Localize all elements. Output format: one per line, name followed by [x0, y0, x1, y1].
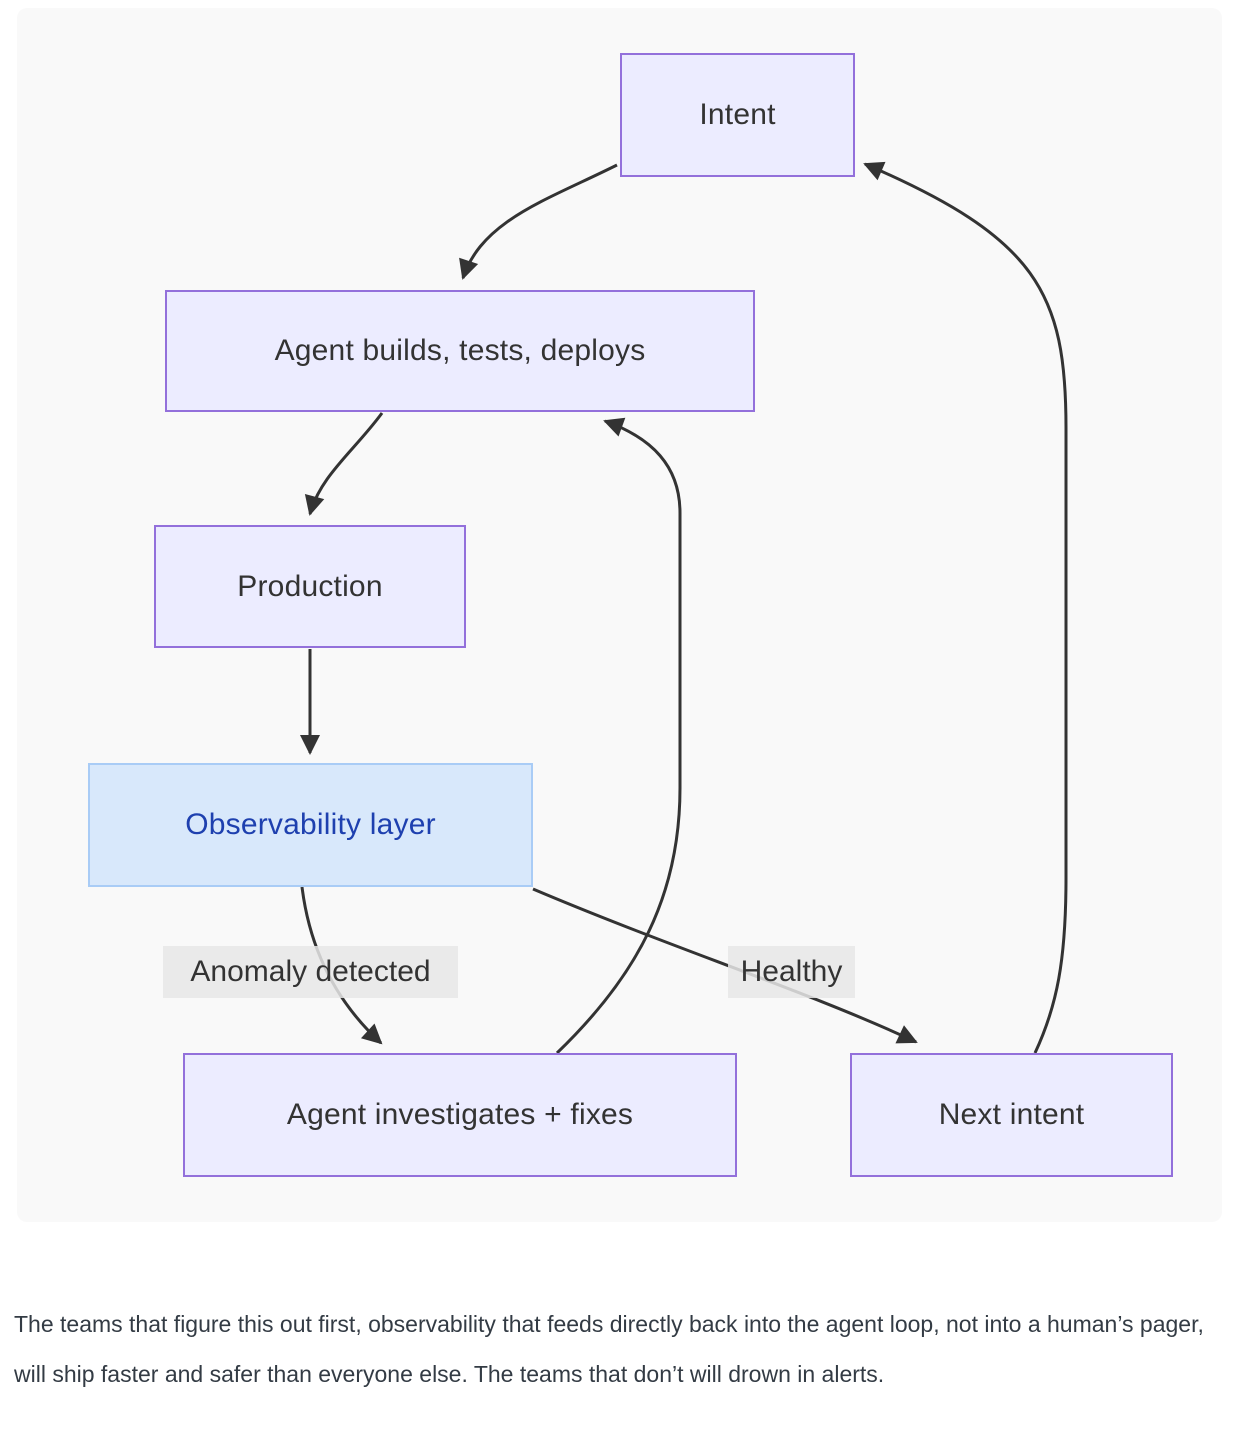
node-observability-layer: Observability layer [88, 763, 533, 887]
node-intent: Intent [620, 53, 855, 177]
node-label: Agent builds, tests, deploys [274, 334, 646, 367]
node-next-intent: Next intent [850, 1053, 1173, 1177]
node-agent-builds: Agent builds, tests, deploys [165, 290, 755, 412]
edge-builds-to-production [304, 412, 384, 516]
node-label: Next intent [938, 1098, 1085, 1131]
node-agent-investigates: Agent investigates + fixes [183, 1053, 737, 1177]
node-label: Intent [699, 98, 776, 131]
node-production: Production [154, 525, 466, 648]
body-paragraph: The teams that figure this out first, ob… [14, 1311, 1204, 1387]
flowchart-canvas: Anomaly detected Healthy Intent Agent bu… [17, 8, 1222, 1222]
edge-intent-to-builds [459, 163, 618, 280]
node-label: Agent investigates + fixes [286, 1098, 634, 1131]
edge-label-anomaly-detected: Anomaly detected [163, 946, 458, 998]
edge-label-text: Healthy [740, 955, 843, 988]
edge-next-intent-to-intent [863, 161, 1068, 1054]
edge-label-text: Anomaly detected [190, 955, 431, 988]
node-label: Production [237, 569, 383, 603]
edge-investigates-to-builds [555, 417, 682, 1055]
edge-label-healthy: Healthy [728, 946, 855, 998]
node-label: Observability layer [185, 808, 436, 841]
